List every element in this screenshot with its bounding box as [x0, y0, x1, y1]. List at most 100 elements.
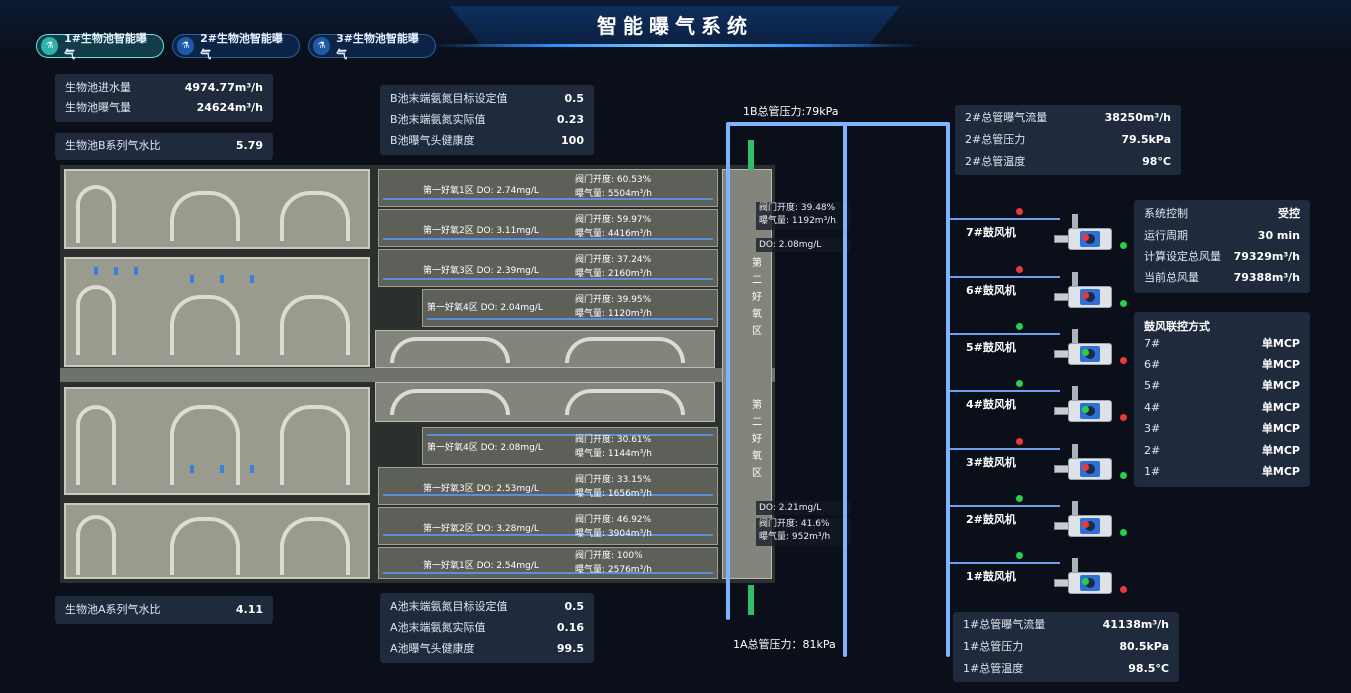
status-led-red: [1016, 266, 1023, 273]
status-led-red: [1082, 234, 1089, 241]
linkage-mode-4: 单MCP: [1261, 401, 1300, 414]
current-air-label: 当前总风量: [1144, 271, 1199, 284]
riser-pipe-left: [726, 122, 730, 620]
tab-pool-3[interactable]: ⚗ 3#生物池智能曝气: [308, 32, 436, 61]
tab-pool-1[interactable]: ⚗ 1#生物池智能曝气: [36, 32, 164, 61]
a-pool-actual-value: 0.16: [556, 621, 584, 634]
label-char: 氧: [752, 309, 762, 320]
air-pipe: [383, 494, 713, 496]
status-led-green: [1120, 242, 1127, 249]
a-ratio-panel: 生物池A系列气水比 4.11: [55, 596, 273, 624]
air-pipe: [383, 278, 713, 280]
zone-b1-valve: 阀门开度: 60.53%: [575, 175, 652, 185]
blower-label: 1#鼓风机: [966, 570, 1016, 583]
baffle-arc: [76, 515, 116, 575]
blower-unit[interactable]: [1054, 501, 1114, 539]
a-pool-target-value: 0.5: [564, 600, 585, 613]
tab-pool-2[interactable]: ⚗ 2#生物池智能曝气: [172, 32, 300, 61]
a-ratio-label: 生物池A系列气水比: [65, 603, 161, 616]
linkage-blower-1: 1#: [1144, 465, 1161, 478]
blower-outlet: [1072, 501, 1078, 515]
inflow-label: 生物池进水量: [65, 81, 131, 94]
a-ratio-value: 4.11: [235, 603, 263, 616]
diffuser-marker: [220, 465, 224, 473]
blower-unit[interactable]: [1054, 329, 1114, 367]
ditch-arc: [565, 389, 685, 415]
a-pool-health-value: 99.5: [556, 642, 584, 655]
aerobic-zone-a3: 第一好氧3区 DO: 2.53mg/L 阀门开度: 33.15% 曝气量: 16…: [378, 467, 718, 505]
fan-icon: [1085, 521, 1095, 531]
second-aerobic-label-a: 第 二 好 氧 区: [750, 397, 764, 482]
fan-icon: [1085, 234, 1095, 244]
second-a-valve: 阀门开度: 41.6%: [759, 519, 830, 529]
second-b-do: DO: 2.08mg/L: [756, 238, 850, 252]
blower-unit[interactable]: [1054, 558, 1114, 596]
status-led-green: [1016, 380, 1023, 387]
title-banner: [450, 6, 900, 46]
main1-pressure-value: 80.5kPa: [1119, 640, 1169, 653]
ditch-arc: [390, 337, 510, 363]
a-pool-target-label: A池末端氨氮目标设定值: [390, 600, 508, 613]
second-a-do: DO: 2.21mg/L: [756, 501, 850, 515]
aeration-value: 24624m³/h: [196, 101, 263, 114]
main2-pressure-label: 2#总管压力: [965, 133, 1026, 146]
b-pool-actual-value: 0.23: [556, 113, 584, 126]
blower-unit[interactable]: [1054, 444, 1114, 482]
blower-label: 6#鼓风机: [966, 284, 1016, 297]
b-ratio-label: 生物池B系列气水比: [65, 139, 161, 152]
main2-temp-label: 2#总管温度: [965, 155, 1026, 168]
pressure-b-label: 1B总管压力:79kPa: [743, 105, 839, 118]
b-pool-target-value: 0.5: [564, 92, 585, 105]
run-cycle-label: 运行周期: [1144, 229, 1188, 242]
title-glow-line: [430, 44, 920, 47]
air-pipe: [383, 572, 713, 574]
b-pool-health-value: 100: [561, 134, 584, 147]
page-title: 智能曝气系统: [597, 14, 753, 38]
blower-branch-pipe: [950, 505, 1060, 507]
blower-label: 4#鼓风机: [966, 398, 1016, 411]
blower-outlet: [1072, 444, 1078, 458]
diffuser-marker: [190, 465, 194, 473]
blower-outlet: [1072, 386, 1078, 400]
ditch-arc: [390, 389, 510, 415]
main1-pressure-label: 1#总管压力: [963, 640, 1024, 653]
status-led-red: [1082, 292, 1089, 299]
label-char: 二: [752, 417, 762, 428]
linkage-blower-7: 7#: [1144, 337, 1161, 350]
control-mode-value: 受控: [1278, 207, 1300, 220]
linkage-mode-7: 单MCP: [1261, 337, 1300, 350]
status-led-red: [1120, 357, 1127, 364]
flask-icon: ⚗: [313, 37, 331, 55]
label-char: 区: [752, 468, 762, 479]
status-led-green: [1120, 529, 1127, 536]
second-aerobic-a-readout: 阀门开度: 41.6% 曝气量: 952m³/h: [756, 518, 850, 546]
blower-label: 3#鼓风机: [966, 456, 1016, 469]
status-led-red: [1082, 521, 1089, 528]
a-pool-actual-label: A池末端氨氮实际值: [390, 621, 486, 634]
fan-icon: [1085, 578, 1095, 588]
linkage-mode-2: 单MCP: [1261, 444, 1300, 457]
linkage-blower-4: 4#: [1144, 401, 1161, 414]
linkage-mode-6: 单MCP: [1261, 358, 1300, 371]
fan-icon: [1085, 292, 1095, 302]
blower-branch-pipe: [950, 448, 1060, 450]
status-led-red: [1120, 586, 1127, 593]
main1-flow-label: 1#总管曝气流量: [963, 618, 1046, 631]
zone-b1-air: 曝气量: 5504m³/h: [575, 189, 652, 199]
diffuser-marker: [250, 465, 254, 473]
b-pool-actual-label: B池末端氨氮实际值: [390, 113, 486, 126]
main-air-header-top: [726, 122, 950, 126]
run-cycle-value: 30 min: [1257, 229, 1300, 242]
blower-unit[interactable]: [1054, 214, 1114, 252]
b-pool-health-label: B池曝气头健康度: [390, 134, 475, 147]
blower-unit[interactable]: [1054, 272, 1114, 310]
baffle-arc: [280, 405, 350, 485]
center-channel: [60, 368, 775, 382]
aerobic-zone-a4: 第一好氧4区 DO: 2.08mg/L 阀门开度: 30.61% 曝气量: 11…: [422, 427, 718, 465]
linkage-mode-1: 单MCP: [1261, 465, 1300, 478]
aeration-label: 生物池曝气量: [65, 101, 131, 114]
